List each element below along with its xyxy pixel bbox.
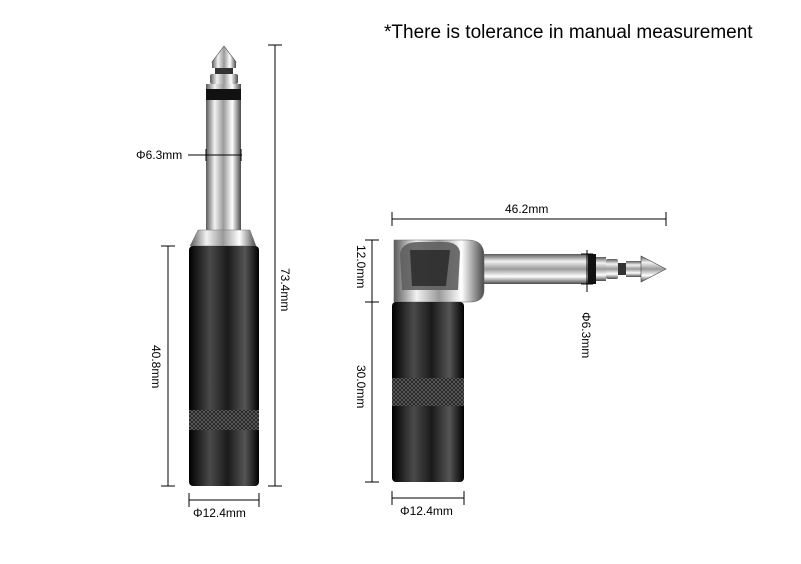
right-angle-body-diameter-label: Φ12.4mm [400, 504, 453, 518]
right-angle-head-height-label: 12.0mm [354, 245, 368, 288]
right-angle-tip-diameter-label: Φ6.3mm [579, 312, 593, 358]
right-angle-plug [392, 239, 667, 482]
straight-total-length-label: 73.4mm [278, 268, 292, 311]
right-angle-body-length-label: 30.0mm [354, 365, 368, 408]
right-angle-dimensions [365, 212, 667, 505]
straight-tip-diameter-label: Φ6.3mm [136, 148, 182, 162]
straight-plug [189, 45, 259, 486]
right-angle-width-label: 46.2mm [505, 202, 548, 216]
straight-body-length-label: 40.8mm [149, 345, 163, 388]
straight-body-diameter-label: Φ12.4mm [193, 506, 246, 520]
straight-dimensions [161, 44, 282, 507]
tolerance-note: *There is tolerance in manual measuremen… [384, 22, 753, 43]
